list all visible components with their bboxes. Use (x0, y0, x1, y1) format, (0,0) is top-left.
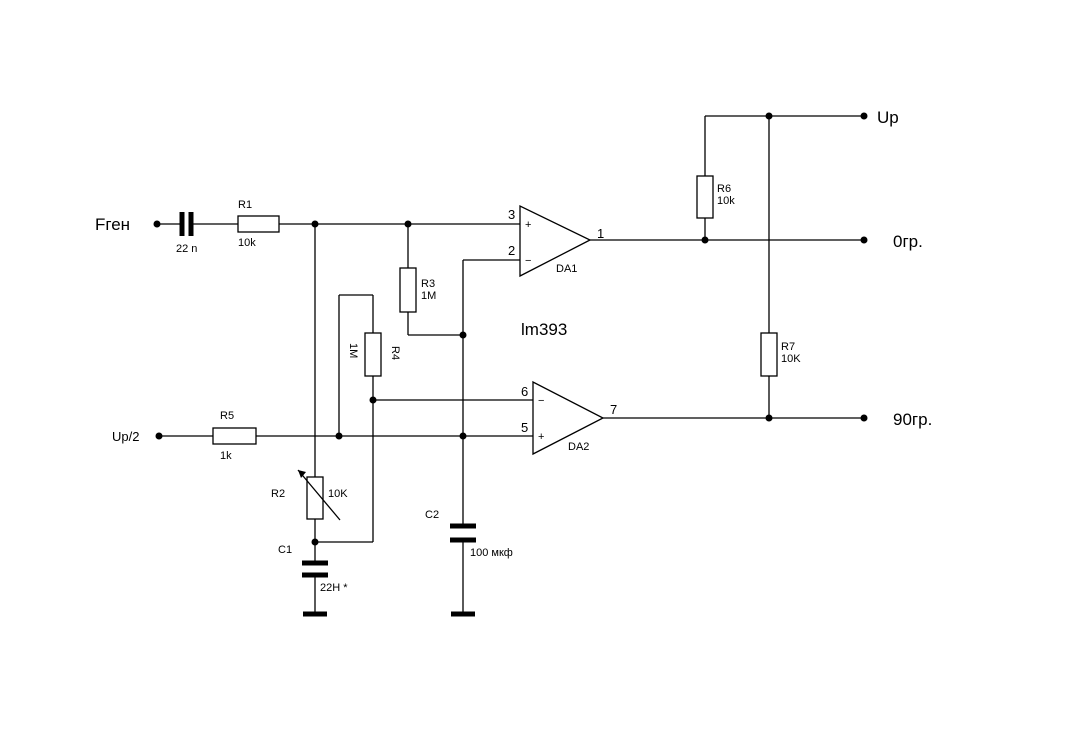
r3-ref: R3 (421, 278, 435, 290)
wires (157, 115, 864, 614)
r3-value: 1M (421, 290, 436, 302)
r4-value: 1M (347, 343, 359, 358)
r6-ref: R6 (717, 183, 731, 195)
terminal-90deg (860, 414, 868, 422)
r7-ref: R7 (781, 341, 795, 353)
resistor-r4 (364, 332, 382, 377)
r5-value: 1k (220, 450, 232, 462)
da2-minus-sign: − (538, 395, 544, 407)
zero-deg-label: 0гр. (893, 232, 923, 251)
r1-ref: R1 (238, 199, 252, 211)
comparator-da2 (532, 380, 605, 456)
resistor-r1 (237, 215, 280, 233)
resistor-r5 (212, 427, 257, 445)
junction-dots (311, 112, 773, 546)
c1-value: 22H * (320, 582, 348, 594)
chip-label: lm393 (521, 320, 567, 339)
capacitor-c2 (450, 523, 476, 543)
capacitor-c1 (302, 560, 328, 578)
terminal-0deg (860, 236, 868, 244)
variable-resistor-r2 (297, 469, 341, 521)
r7-value: 10K (781, 353, 801, 365)
resistor-r3 (399, 267, 417, 313)
da1-minus-sign: − (525, 255, 531, 267)
c1-ref: C1 (278, 544, 292, 556)
da1-plus-sign: + (525, 219, 531, 231)
da2-pin-7: 7 (610, 402, 617, 417)
da1-pin-1: 1 (597, 226, 604, 241)
da2-plus-sign: + (538, 431, 544, 443)
input-capacitor-value: 22 n (176, 243, 197, 255)
da2-pin-5: 5 (521, 420, 528, 435)
resistor-r6 (696, 175, 714, 219)
c2-value: 100 мкф (470, 547, 513, 559)
up-label: Up (877, 108, 899, 127)
comparator-da1 (519, 204, 592, 278)
da1-pin-3: 3 (508, 207, 515, 222)
da2-ref: DA2 (568, 441, 589, 453)
da1-pin-2: 2 (508, 243, 515, 258)
terminal-up-half (155, 432, 163, 440)
fgen-label: Fген (95, 215, 130, 234)
r4-ref: R4 (389, 346, 401, 360)
terminal-up (860, 112, 868, 120)
r2-ref: R2 (271, 488, 285, 500)
resistor-r7 (760, 332, 778, 377)
input-capacitor (179, 212, 194, 236)
up-half-label: Up/2 (112, 429, 139, 444)
da1-ref: DA1 (556, 263, 577, 275)
ninety-deg-label: 90гр. (893, 410, 932, 429)
terminal-fgen (153, 220, 161, 228)
r2-value: 10K (328, 488, 348, 500)
c2-ref: C2 (425, 509, 439, 521)
da2-pin-6: 6 (521, 384, 528, 399)
r1-value: 10k (238, 237, 256, 249)
r5-ref: R5 (220, 410, 234, 422)
r6-value: 10k (717, 195, 735, 207)
